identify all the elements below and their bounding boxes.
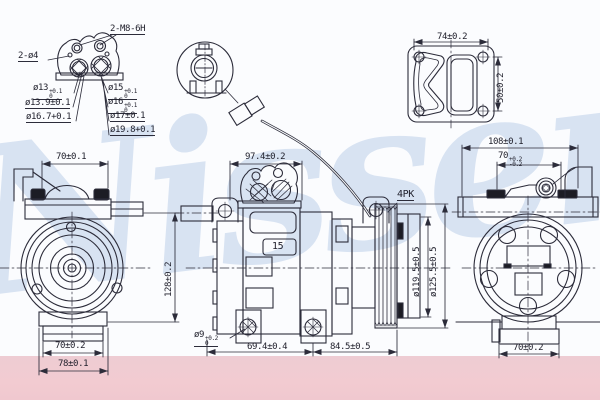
dim-front-flange-width: 78±0.1: [58, 359, 89, 369]
rear-view-linework: [451, 166, 600, 353]
dim-dia1-base: ø13: [33, 83, 49, 93]
dim-cover-height: 50±0.2: [496, 72, 506, 103]
dim-rear-mount-sub: -0.2: [509, 160, 522, 168]
dim-dia6: ø17±0.1: [110, 111, 146, 122]
dim-front-boss-width: 70±0.2: [55, 341, 86, 351]
dim-dia4-base: ø15: [108, 83, 124, 93]
dim-dia2: ø13.9±0.1: [25, 98, 71, 109]
pulley-grooves: [374, 203, 398, 329]
dim-feet-spacing: 69.4±0.4: [247, 342, 288, 352]
dim-dia5-base: ø16: [108, 97, 124, 107]
dimension-lines: [38, 38, 579, 376]
pink-band: [0, 356, 600, 400]
port-detail-leaders: [47, 34, 117, 136]
dim-pulley-diameter: ø125.5±0.5: [429, 246, 439, 297]
dim-cover-width: 74±0.2: [437, 32, 468, 42]
dim-clutch-diameter: ø119.5±0.5: [412, 246, 422, 297]
dim-front-top-width: 70±0.1: [56, 152, 87, 162]
front-view-linework: [0, 168, 153, 342]
body-label-15: 15: [272, 241, 284, 252]
dim-dia5-sup: +0.1: [124, 101, 137, 109]
pin-holes-label: 2-ø4: [18, 51, 39, 62]
dim-manifold-width: 97.4±0.2: [245, 152, 286, 162]
dim-rear-width: 108±0.1: [488, 137, 524, 147]
dim-mount-hole-sup: +0.2: [205, 334, 218, 342]
port-detail-linework: [47, 32, 124, 136]
thread-label: 2-M8-6H: [110, 24, 146, 35]
dim-dia5-sub: 0: [124, 106, 128, 114]
belt-type-label: 4PK: [397, 189, 414, 201]
dim-front-height: 128±0.2: [164, 261, 174, 297]
dim-dia3: ø16.7+0.1: [26, 112, 72, 123]
dim-rear-foot-width: 70±0.2: [513, 343, 544, 353]
dim-mount-hole-base: ø9: [194, 330, 205, 340]
side-view-linework: [174, 162, 453, 344]
dim-dia1-sup: +0.1: [49, 87, 62, 95]
dim-pulley-offset: 84.5±0.5: [330, 342, 371, 352]
dim-mount-hole-sub: 0: [205, 339, 209, 347]
dim-rear-mount-base: 70: [498, 151, 509, 161]
dim-rear-mount-width: 70+0.2-0.2: [498, 151, 522, 167]
dim-dia1-sub: 0: [49, 92, 53, 100]
dim-dia4-sup: +0.1: [124, 87, 137, 95]
cover-plate-linework: [407, 39, 495, 129]
dim-rear-mount-sup: +0.2: [509, 155, 522, 163]
switch-detail-linework: [176, 41, 372, 218]
dim-dia7: ø19.8+0.1: [110, 125, 156, 136]
dim-dia4-sub: 0: [124, 92, 128, 100]
